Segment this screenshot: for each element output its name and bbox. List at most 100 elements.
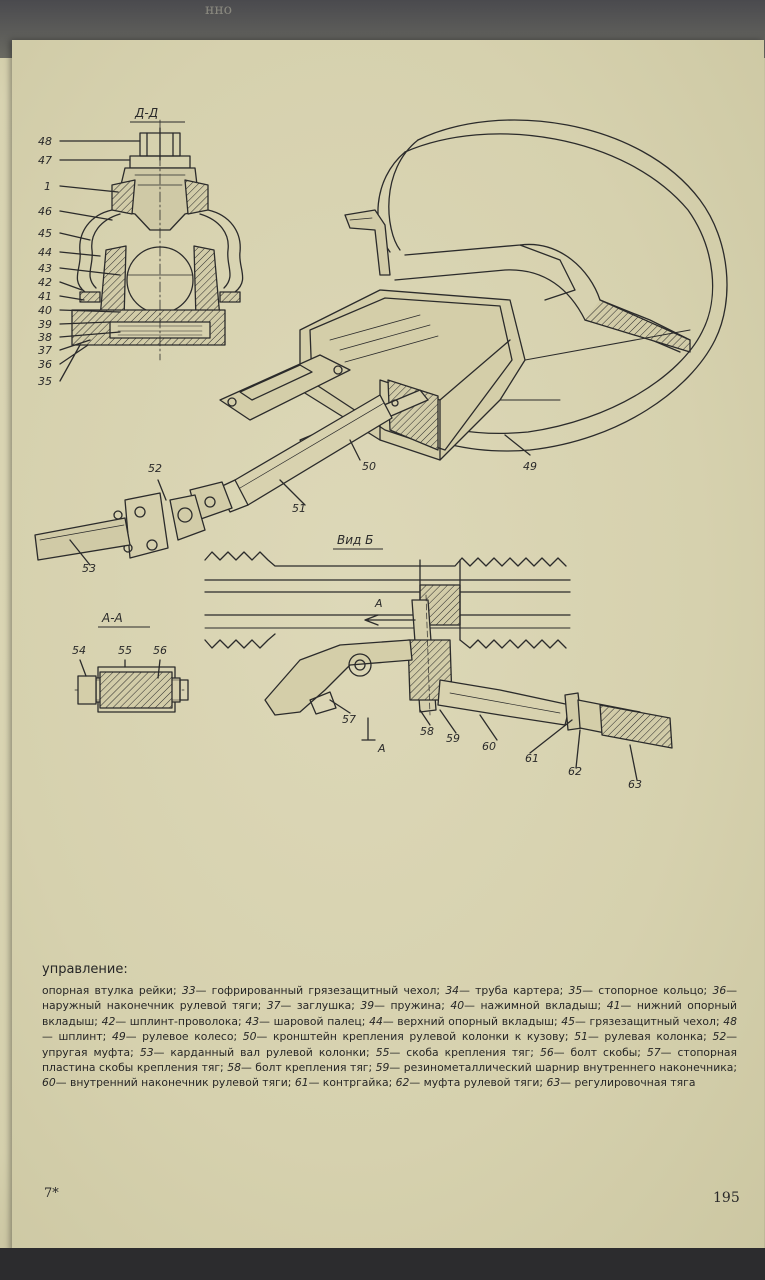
section-aa-title: А-А xyxy=(101,611,123,625)
caption-item-text: — резинометаллический шарнир внутреннего… xyxy=(389,1061,737,1075)
callout-44: 44 xyxy=(38,246,52,259)
caption-item-text: — контргайка; xyxy=(308,1076,396,1090)
callout-48: 48 xyxy=(38,135,52,148)
callout-61: 61 xyxy=(525,752,539,765)
page-number: 195 xyxy=(713,1190,740,1206)
column-bracket-drawing xyxy=(217,289,526,513)
caption-item-number: 52 xyxy=(712,1030,727,1044)
caption-item-text: — гофрированный грязезащитный чехол; xyxy=(195,984,446,997)
caption-item-text: — рулевая колонка; xyxy=(587,1030,713,1044)
caption-item-text: — карданный вал рулевой колонки; xyxy=(153,1045,376,1059)
caption-item-text: — нижний опорный вкладыш; xyxy=(42,999,737,1028)
caption-item-number: 43 xyxy=(245,1014,260,1028)
caption-item-number: 53 xyxy=(139,1045,154,1059)
cardan-shaft-drawing xyxy=(34,481,233,561)
caption-item-number: 56 xyxy=(539,1045,554,1059)
caption-item-number: 42 xyxy=(101,1014,116,1028)
callout-57: 57 xyxy=(342,713,356,726)
caption-item-number: 57 xyxy=(646,1045,661,1059)
caption-item-text: — шаровой палец; xyxy=(259,1014,370,1028)
caption-item-number: 33 xyxy=(181,984,196,997)
caption-item-number: 45 xyxy=(561,1014,576,1028)
callout-49: 49 xyxy=(523,460,537,473)
callout-52: 52 xyxy=(148,462,162,475)
caption-item-text: — кронштейн крепления рулевой колонки к … xyxy=(256,1030,575,1044)
caption-body: опорная втулка рейки; 33— гофрированный … xyxy=(42,983,737,1091)
caption-item-number: 51 xyxy=(574,1030,588,1044)
caption-item-number: 60 xyxy=(42,1076,56,1090)
section-dd-title: Д-Д xyxy=(134,106,158,120)
arrow-a-label-bottom: А xyxy=(377,742,386,755)
caption-item-number: 58 xyxy=(227,1061,241,1075)
callout-59: 59 xyxy=(446,732,460,745)
caption-item-text: опорная втулка рейки; xyxy=(42,984,182,997)
callout-53: 53 xyxy=(82,562,96,575)
caption-item-number: 48 xyxy=(723,1014,738,1028)
caption-item-number: 40 xyxy=(450,999,465,1013)
caption-item-number: 34 xyxy=(445,984,460,997)
callout-60: 60 xyxy=(482,740,496,753)
caption-item-number: 49 xyxy=(111,1030,126,1044)
bleed-through-text: нно xyxy=(205,2,233,18)
callout-50: 50 xyxy=(362,460,376,473)
caption-item-text: — труба картера; xyxy=(459,984,569,997)
section-dd-drawing xyxy=(59,119,244,382)
caption-item-number: 41 xyxy=(606,999,621,1013)
caption-item-text: — муфта рулевой тяги; xyxy=(409,1076,547,1090)
caption-item-number: 39 xyxy=(360,999,375,1013)
callout-41: 41 xyxy=(38,290,52,303)
caption-item-text: — верхний опорный вкладыш; xyxy=(382,1014,562,1028)
callout-51: 51 xyxy=(292,502,306,515)
figure-caption: управление: опорная втулка рейки; 33— го… xyxy=(42,962,737,1091)
printer-signature-mark: 7* xyxy=(44,1186,59,1201)
callout-40: 40 xyxy=(38,304,52,317)
caption-item-text: — наружный наконечник рулевой тяги; xyxy=(42,984,737,1013)
section-aa-drawing xyxy=(74,659,189,713)
caption-item-text: — регулировочная тяга xyxy=(560,1076,696,1090)
caption-item-text: — нажимной вкладыш; xyxy=(464,999,607,1013)
callout-43: 43 xyxy=(38,262,52,275)
caption-item-text: — внутренний наконечник рулевой тяги; xyxy=(55,1076,295,1090)
callout-45: 45 xyxy=(38,227,52,240)
callout-56: 56 xyxy=(153,644,167,657)
arrow-a-label-top: А xyxy=(374,597,383,610)
caption-heading: управление: xyxy=(42,962,128,977)
steering-mechanism-figure: Д-Д А-А Вид Б А А 48 47 1 46 45 44 43 42… xyxy=(34,106,728,791)
callout-46: 46 xyxy=(38,205,52,218)
caption-item-number: 36 xyxy=(712,984,727,997)
caption-item-number: 59 xyxy=(375,1061,390,1075)
caption-item-number: 44 xyxy=(369,1014,383,1028)
caption-item-text: — болт крепления тяг; xyxy=(240,1061,376,1075)
caption-item-number: 50 xyxy=(242,1030,257,1044)
caption-item-number: 61 xyxy=(294,1076,309,1090)
caption-item-number: 63 xyxy=(546,1076,561,1090)
caption-item-text: — заглушка; xyxy=(280,999,361,1013)
callout-35: 35 xyxy=(38,375,52,388)
caption-item-number: 35 xyxy=(568,984,583,997)
callout-47: 47 xyxy=(38,154,52,167)
callout-55: 55 xyxy=(118,644,132,657)
callout-63: 63 xyxy=(628,778,642,791)
callout-39: 39 xyxy=(38,318,52,331)
caption-item-number: 55 xyxy=(375,1045,390,1059)
callout-38: 38 xyxy=(38,331,52,344)
view-b-drawing xyxy=(204,551,673,749)
callout-37: 37 xyxy=(38,344,52,357)
caption-item-text: — стопорное кольцо; xyxy=(582,984,713,997)
callout-62: 62 xyxy=(568,765,582,778)
callout-1: 1 xyxy=(44,180,51,193)
steering-wheel-drawing xyxy=(344,119,728,452)
callout-54: 54 xyxy=(72,644,86,657)
caption-item-text: — рулевое колесо; xyxy=(125,1030,243,1044)
caption-item-text: — упругая муфта; xyxy=(42,1030,738,1059)
view-b-title: Вид Б xyxy=(337,533,373,547)
caption-item-text: — скоба крепления тяг; xyxy=(389,1045,540,1059)
callout-58: 58 xyxy=(420,725,434,738)
caption-item-text: — пружина; xyxy=(374,999,451,1013)
caption-item-number: 62 xyxy=(395,1076,410,1090)
caption-item-text: — шплинт-проволока; xyxy=(115,1014,246,1028)
caption-item-text: — стопорная пластина скобы крепления тяг… xyxy=(42,1045,738,1075)
callout-36: 36 xyxy=(38,358,52,371)
callout-42: 42 xyxy=(38,276,52,289)
